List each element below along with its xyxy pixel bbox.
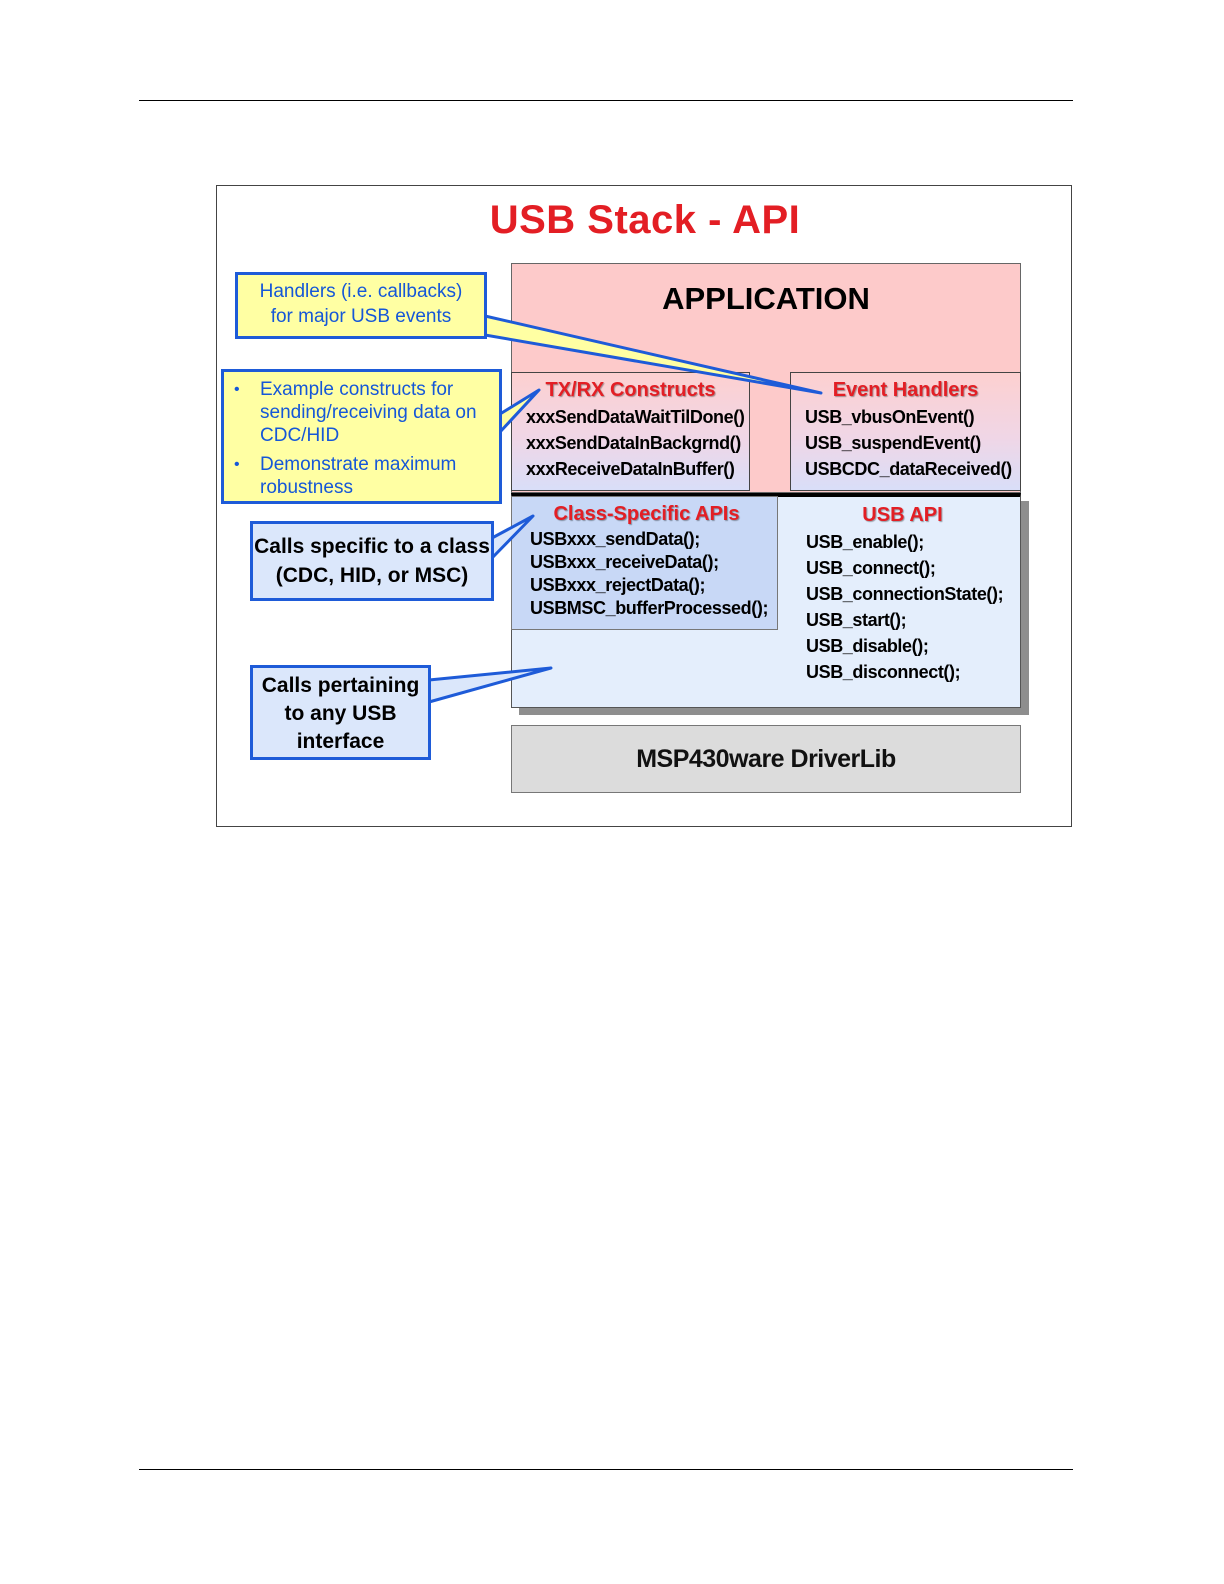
list-item: USBCDC_dataReceived()	[805, 459, 1012, 479]
list-item: • Demonstrate maximum robustness	[230, 453, 491, 499]
list-item: USBxxx_rejectData();	[530, 575, 706, 595]
list-item: USB_disconnect();	[806, 662, 961, 682]
class-specific-apis-box: Class-Specific APIs USBxxx_sendData(); U…	[511, 496, 778, 630]
examples-callout-text: Demonstrate maximum robustness	[260, 454, 457, 498]
list-item: xxxReceiveDataInBuffer()	[526, 459, 735, 479]
any-usb-callout-pointer	[427, 666, 553, 704]
slide-title: USB Stack - API	[489, 198, 801, 242]
class-calls-callout-line: (CDC, HID, or MSC)	[275, 564, 469, 587]
class-specific-apis-title: Class-Specific APIs	[553, 503, 740, 525]
any-usb-callout: Calls pertaining to any USB interface	[250, 665, 431, 760]
examples-callout: • Example constructs for sending/receivi…	[221, 369, 502, 504]
class-calls-callout: Calls specific to a class (CDC, HID, or …	[250, 521, 494, 601]
examples-callout-text: Example constructs for sending/receiving…	[260, 379, 477, 446]
examples-callout-pointer	[498, 388, 541, 434]
footer-rule	[139, 1469, 1073, 1470]
usb-api-box: USB API USB_enable(); USB_connect(); USB…	[792, 500, 1017, 700]
txrx-constructs-list: xxxSendDataWaitTilDone() xxxSendDataInBa…	[526, 404, 749, 482]
class-calls-callout-line: Calls specific to a class	[254, 535, 490, 558]
header-rule	[139, 100, 1073, 101]
application-label: APPLICATION	[662, 281, 870, 316]
list-item: USB_connect();	[806, 558, 936, 578]
list-item: USBxxx_receiveData();	[530, 552, 719, 572]
handlers-callout-pointer	[483, 314, 823, 395]
handlers-callout: Handlers (i.e. callbacks) for major USB …	[235, 272, 487, 339]
handlers-callout-line: Handlers (i.e. callbacks)	[259, 281, 463, 302]
list-item: USB_connectionState();	[806, 584, 1004, 604]
event-handlers-box: Event Handlers USB_vbusOnEvent() USB_sus…	[790, 372, 1021, 491]
list-item: USB_suspendEvent()	[805, 433, 981, 453]
class-callout-pointer	[490, 514, 535, 560]
bullet-icon: •	[234, 456, 240, 473]
usb-stack-api-slide: USB Stack - API APPLICATION TX/RX Constr…	[216, 185, 1072, 827]
list-item: xxxSendDataWaitTilDone()	[526, 407, 745, 427]
list-item: USBMSC_bufferProcessed();	[530, 598, 769, 618]
list-item: USB_enable();	[806, 532, 924, 552]
any-usb-callout-line: Calls pertaining	[261, 674, 420, 697]
any-usb-callout-line: interface	[296, 730, 385, 753]
class-specific-apis-list: USBxxx_sendData(); USBxxx_receiveData();…	[530, 528, 777, 620]
handlers-callout-line: for major USB events	[270, 306, 452, 327]
driverlib-layer: MSP430ware DriverLib	[511, 725, 1021, 793]
usb-api-title: USB API	[862, 504, 943, 526]
txrx-constructs-box: TX/RX Constructs xxxSendDataWaitTilDone(…	[511, 372, 750, 491]
list-item: • Example constructs for sending/receivi…	[230, 378, 491, 447]
list-item: USB_vbusOnEvent()	[805, 407, 975, 427]
list-item: xxxSendDataInBackgrnd()	[526, 433, 741, 453]
event-handlers-list: USB_vbusOnEvent() USB_suspendEvent() USB…	[805, 404, 1020, 482]
txrx-constructs-title: TX/RX Constructs	[545, 379, 716, 401]
list-item: USBxxx_sendData();	[530, 529, 700, 549]
any-usb-callout-line: to any USB	[284, 702, 397, 725]
usb-api-list: USB_enable(); USB_connect(); USB_connect…	[806, 529, 1017, 685]
bullet-icon: •	[234, 381, 240, 398]
list-item: USB_disable();	[806, 636, 929, 656]
list-item: USB_start();	[806, 610, 907, 630]
examples-callout-list: • Example constructs for sending/receivi…	[230, 378, 491, 499]
event-handlers-title: Event Handlers	[832, 379, 979, 401]
